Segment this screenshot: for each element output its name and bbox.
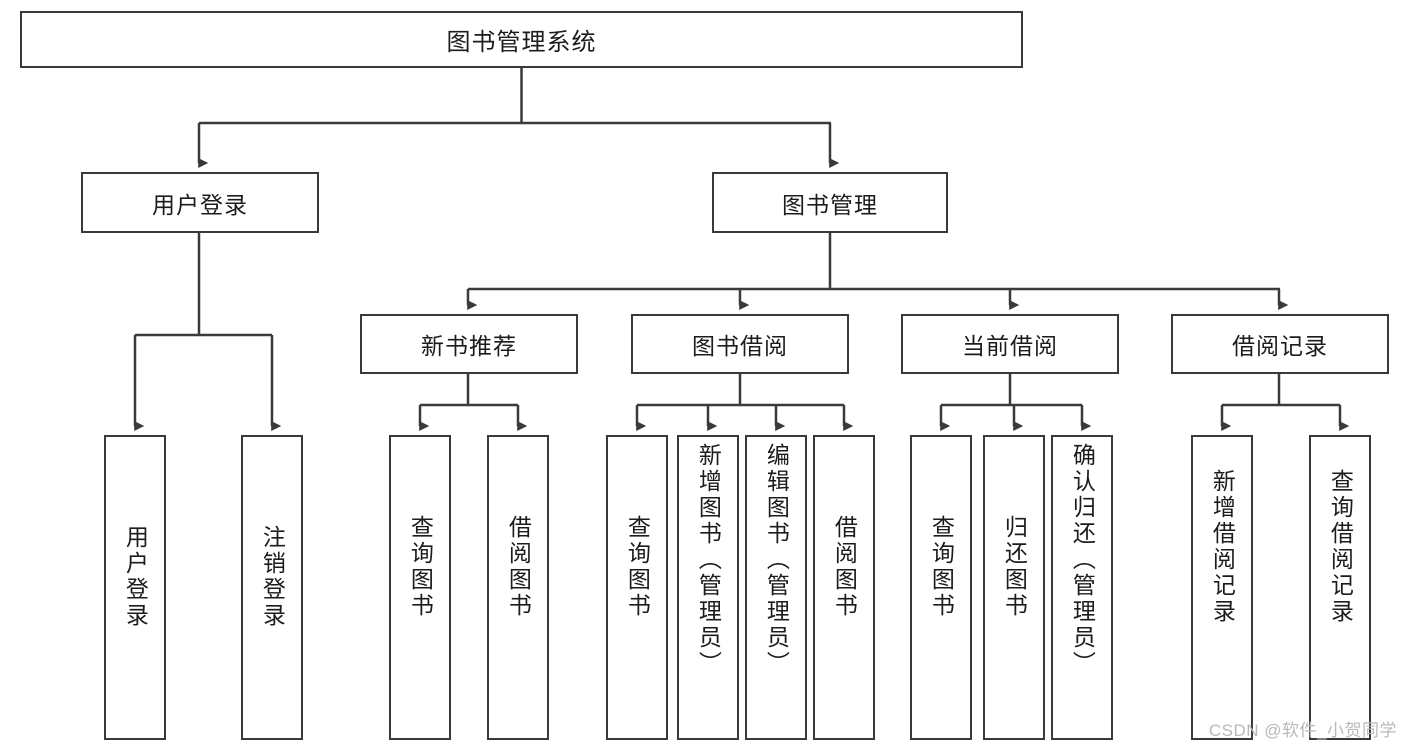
node-leaf-add-record-label: 新增借阅记录: [1209, 469, 1236, 625]
node-leaf-query-book-1-label: 查询图书: [407, 515, 434, 619]
node-leaf-confirm-return-label: 确认归还（管理员）: [1069, 443, 1096, 677]
node-leaf-user-login[interactable]: 用户登录: [104, 435, 166, 740]
node-leaf-add-book[interactable]: 新增图书（管理员）: [677, 435, 739, 740]
node-user-login-label: 用户登录: [152, 191, 248, 218]
node-leaf-user-logout-label: 注销登录: [259, 525, 286, 629]
node-leaf-borrow-book-1-label: 借阅图书: [505, 515, 532, 619]
node-leaf-query-book-3-label: 查询图书: [928, 515, 955, 619]
node-leaf-query-record-label: 查询借阅记录: [1327, 469, 1354, 625]
node-current-borrow-label: 当前借阅: [962, 333, 1058, 359]
node-borrow-record-label: 借阅记录: [1232, 333, 1328, 359]
node-book-borrow[interactable]: 图书借阅: [631, 314, 849, 374]
node-leaf-user-logout[interactable]: 注销登录: [241, 435, 303, 740]
node-borrow-record[interactable]: 借阅记录: [1171, 314, 1389, 374]
node-leaf-query-book-1[interactable]: 查询图书: [389, 435, 451, 740]
node-leaf-query-record[interactable]: 查询借阅记录: [1309, 435, 1371, 740]
node-user-login[interactable]: 用户登录: [81, 172, 319, 233]
node-leaf-return-book[interactable]: 归还图书: [983, 435, 1045, 740]
node-leaf-query-book-2-label: 查询图书: [624, 515, 651, 619]
node-root-label: 图书管理系统: [446, 29, 597, 56]
node-leaf-confirm-return[interactable]: 确认归还（管理员）: [1051, 435, 1113, 740]
node-leaf-edit-book[interactable]: 编辑图书（管理员）: [745, 435, 807, 740]
watermark: CSDN @软件_小贺同学: [1208, 721, 1397, 740]
node-leaf-user-login-label: 用户登录: [122, 525, 149, 629]
node-book-borrow-label: 图书借阅: [692, 333, 788, 359]
node-leaf-add-record[interactable]: 新增借阅记录: [1191, 435, 1253, 740]
node-leaf-edit-book-label: 编辑图书（管理员）: [763, 443, 790, 677]
node-new-book-rec-label: 新书推荐: [421, 333, 517, 359]
node-book-manage-label: 图书管理: [782, 191, 878, 218]
node-leaf-add-book-label: 新增图书（管理员）: [695, 443, 722, 677]
node-current-borrow[interactable]: 当前借阅: [901, 314, 1119, 374]
node-new-book-rec[interactable]: 新书推荐: [360, 314, 578, 374]
node-leaf-borrow-book-2-label: 借阅图书: [831, 515, 858, 619]
node-root[interactable]: 图书管理系统: [20, 11, 1023, 68]
node-book-manage[interactable]: 图书管理: [712, 172, 948, 233]
node-leaf-query-book-3[interactable]: 查询图书: [910, 435, 972, 740]
node-leaf-borrow-book-2[interactable]: 借阅图书: [813, 435, 875, 740]
node-leaf-return-book-label: 归还图书: [1001, 515, 1028, 619]
node-leaf-borrow-book-1[interactable]: 借阅图书: [487, 435, 549, 740]
node-leaf-query-book-2[interactable]: 查询图书: [606, 435, 668, 740]
